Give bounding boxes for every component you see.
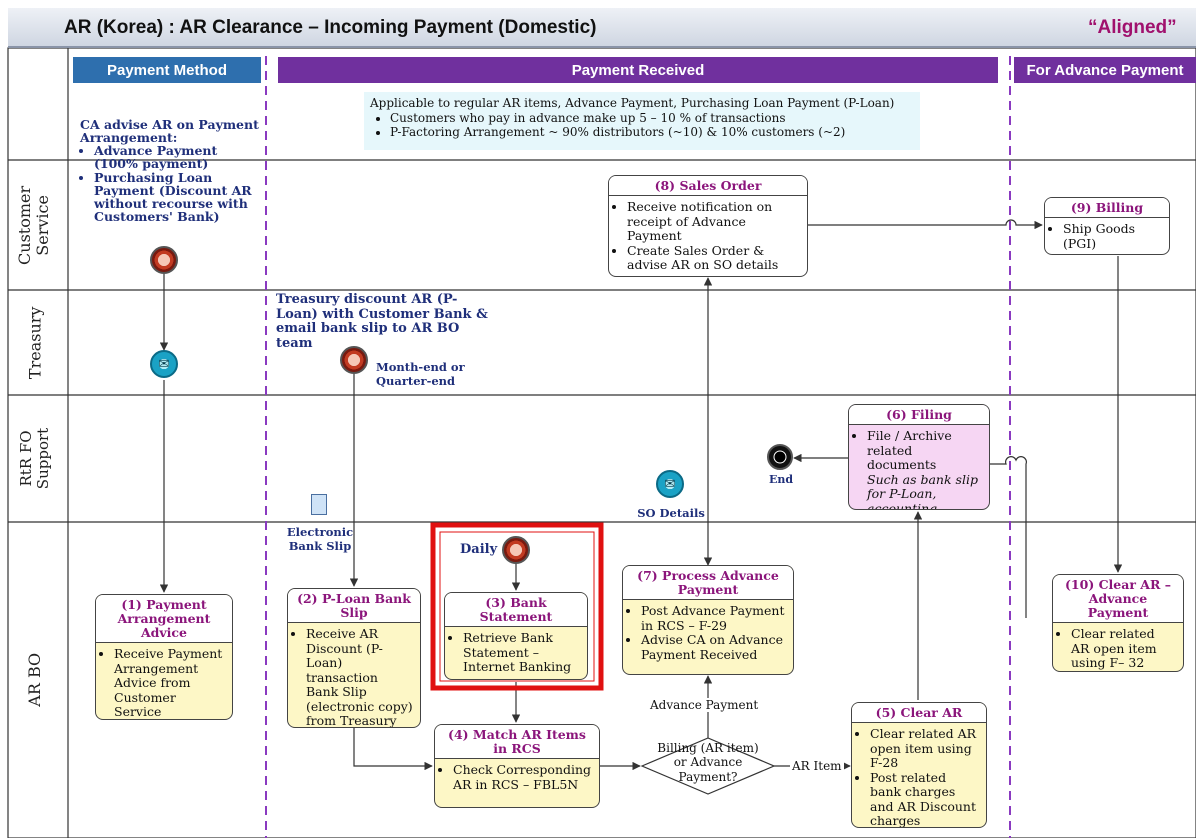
box-title: (1) Payment Arrangement Advice: [96, 595, 232, 643]
box-title: (3) Bank Statement: [445, 593, 587, 627]
lane-customer-service: Customer Service: [15, 185, 54, 265]
box-title: (7) Process Advance Payment: [623, 566, 793, 600]
process-box-sales-order: (8) Sales Order Receive notification on …: [608, 175, 808, 277]
page-title: AR (Korea) : AR Clearance – Incoming Pay…: [64, 17, 597, 38]
month-end-label: Month-end or Quarter-end: [376, 360, 465, 389]
applicable-note-title: Applicable to regular AR items, Advance …: [370, 96, 895, 110]
process-box-filing: (6) Filing File / Archive related docume…: [848, 404, 990, 510]
applicable-note: Applicable to regular AR items, Advance …: [364, 92, 920, 150]
box-item: Receive notification on receipt of Advan…: [627, 199, 801, 244]
title-bar: [8, 8, 1196, 48]
lane-ar-bo: AR BO: [25, 653, 45, 707]
ca-advise-item: Purchasing Loan Payment (Discount AR wit…: [94, 170, 262, 224]
gear-icon: [150, 246, 178, 274]
process-box-process-advance-payment: (7) Process Advance Payment Post Advance…: [622, 565, 794, 675]
ca-advise-title: CA advise AR on Payment Arrangement:: [80, 117, 259, 146]
process-box-billing: (9) Billing Ship Goods (PGI): [1044, 197, 1170, 255]
box-item: Ship Goods (PGI): [1063, 221, 1163, 251]
box-item: Receive AR Discount (P-Loan) transaction…: [306, 626, 414, 727]
daily-label: Daily: [460, 542, 498, 557]
applicable-note-item: Customers who pay in advance make up 5 –…: [390, 111, 914, 125]
box-item: Create Sales Order & advise AR on SO det…: [627, 243, 801, 273]
box-title: (5) Clear AR: [852, 703, 986, 723]
process-box-match-ar-items: (4) Match AR Items in RCS Check Correspo…: [434, 724, 600, 808]
phase-payment-received: Payment Received: [278, 57, 998, 83]
process-box-payment-arrangement-advice: (1) Payment Arrangement Advice Receive P…: [95, 594, 233, 720]
box-note: Such as bank slip for P-Loan, accounting…: [867, 471, 978, 510]
box-item: Clear related AR open item using F– 32: [1071, 626, 1177, 671]
box-title: (10) Clear AR – Advance Payment: [1053, 575, 1183, 623]
box-title: (6) Filing: [849, 405, 989, 425]
box-item: Post related bank charges and AR Discoun…: [870, 770, 980, 827]
process-box-clear-ar-advance-payment: (10) Clear AR – Advance Payment Clear re…: [1052, 574, 1184, 672]
gear-icon: [340, 346, 368, 374]
box-item: Post Advance Payment in RCS – F-29: [641, 603, 787, 633]
document-icon: [311, 494, 327, 515]
applicable-note-item: P-Factoring Arrangement ~ 90% distributo…: [390, 125, 914, 139]
ca-advise-note: CA advise AR on Payment Arrangement: Adv…: [80, 118, 262, 223]
box-title: (8) Sales Order: [609, 176, 807, 196]
ar-item-label: AR Item: [790, 759, 844, 774]
decision-label: Billing (AR item) or Advance Payment?: [657, 741, 759, 784]
mail-icon: ✉: [656, 470, 684, 498]
box-item: Retrieve Bank Statement – Internet Banki…: [463, 630, 581, 675]
box-item: Clear related AR open item using F-28: [870, 726, 980, 771]
gear-icon: [502, 536, 530, 564]
box-item: Advise CA on Advance Payment Received: [641, 632, 787, 662]
lane-treasury: Treasury: [25, 306, 45, 379]
status-label: “Aligned”: [1088, 17, 1177, 38]
process-box-p-loan-bank-slip: (2) P-Loan Bank Slip Receive AR Discount…: [287, 588, 421, 728]
box-item: Check Corresponding AR in RCS – FBL5N: [453, 762, 593, 792]
box-item: File / Archive related documents: [867, 428, 983, 473]
lane-rtr-fo-support: RtR FO Support: [17, 427, 53, 490]
box-title: (9) Billing: [1045, 198, 1169, 218]
so-details-label: SO Details: [637, 506, 705, 520]
box-title: (2) P-Loan Bank Slip: [288, 589, 420, 623]
process-box-clear-ar: (5) Clear AR Clear related AR open item …: [851, 702, 987, 828]
ca-advise-item: Advance Payment (100% payment): [94, 144, 262, 170]
advance-payment-label: Advance Payment: [650, 698, 759, 713]
box-item: Receive Payment Arrangement Advice from …: [114, 646, 226, 719]
phase-payment-method: Payment Method: [73, 57, 261, 83]
process-box-bank-statement: (3) Bank Statement Retrieve Bank Stateme…: [444, 592, 588, 680]
box-title: (4) Match AR Items in RCS: [435, 725, 599, 759]
mail-icon: ✉: [150, 350, 178, 378]
treasury-note: Treasury discount AR (P-Loan) with Custo…: [276, 292, 488, 351]
phase-advance-payment: For Advance Payment: [1014, 57, 1196, 83]
end-label: End: [768, 473, 794, 486]
electronic-bank-slip-label: Electronic Bank Slip: [286, 525, 354, 553]
